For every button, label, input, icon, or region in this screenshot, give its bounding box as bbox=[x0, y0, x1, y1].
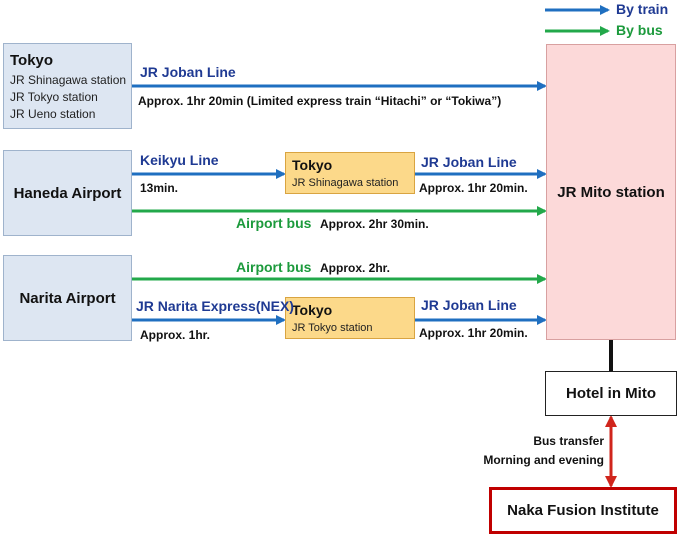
hotel-title: Hotel in Mito bbox=[566, 385, 656, 402]
narita-joban-line-label: JR Joban Line bbox=[421, 297, 517, 313]
tokyo-joban-line-label: JR Joban Line bbox=[140, 64, 236, 80]
hotel-box: Hotel in Mito bbox=[545, 371, 677, 416]
tokyo-origin-station-1: JR Shinagawa station bbox=[10, 73, 127, 87]
tokyo-origin-title: Tokyo bbox=[10, 52, 54, 69]
haneda-airport-box: Haneda Airport bbox=[3, 150, 132, 236]
legend-train-label: By train bbox=[616, 1, 669, 17]
narita-airport-box: Narita Airport bbox=[3, 255, 132, 341]
naka-institute-title: Naka Fusion Institute bbox=[507, 502, 659, 519]
transfer-line-1: Bus transfer bbox=[533, 434, 604, 448]
keikyu-time-label: 13min. bbox=[140, 181, 179, 195]
nex-line-label: JR Narita Express(NEX) bbox=[136, 298, 294, 314]
tokyo-shinagawa-title: Tokyo bbox=[292, 157, 333, 173]
tokyo-station-title: Tokyo bbox=[292, 302, 333, 318]
haneda-joban-line-label: JR Joban Line bbox=[421, 154, 517, 170]
tokyo-station-sub: JR Tokyo station bbox=[292, 322, 373, 334]
tokyo-joban-time-label: Approx. 1hr 20min (Limited express train… bbox=[138, 94, 502, 108]
haneda-airport-title: Haneda Airport bbox=[13, 184, 122, 202]
transfer-line-2: Morning and evening bbox=[483, 453, 604, 467]
mito-station-box: JR Mito station bbox=[546, 44, 676, 340]
narita-bus-time-label: Approx. 2hr. bbox=[320, 261, 391, 275]
haneda-bus-time-label: Approx. 2hr 30min. bbox=[320, 217, 429, 231]
legend-bus-label: By bus bbox=[616, 22, 663, 38]
nex-time-label: Approx. 1hr. bbox=[140, 328, 211, 342]
tokyo-origin-box: Tokyo JR Shinagawa station JR Tokyo stat… bbox=[3, 43, 132, 129]
keikyu-line-label: Keikyu Line bbox=[140, 152, 219, 168]
tokyo-station-box: Tokyo JR Tokyo station bbox=[285, 297, 415, 339]
mito-station-title: JR Mito station bbox=[557, 183, 665, 201]
narita-airport-title: Narita Airport bbox=[19, 289, 116, 307]
haneda-bus-label: Airport bus bbox=[236, 215, 312, 231]
tokyo-shinagawa-box: Tokyo JR Shinagawa station bbox=[285, 152, 415, 194]
haneda-joban-time-label: Approx. 1hr 20min. bbox=[419, 181, 528, 195]
tokyo-origin-station-2: JR Tokyo station bbox=[10, 90, 98, 104]
narita-joban-time-label: Approx. 1hr 20min. bbox=[419, 326, 528, 340]
tokyo-origin-station-3: JR Ueno station bbox=[10, 107, 96, 121]
narita-bus-label: Airport bus bbox=[236, 259, 312, 275]
tokyo-shinagawa-sub: JR Shinagawa station bbox=[292, 177, 399, 189]
naka-institute-box: Naka Fusion Institute bbox=[489, 487, 677, 534]
